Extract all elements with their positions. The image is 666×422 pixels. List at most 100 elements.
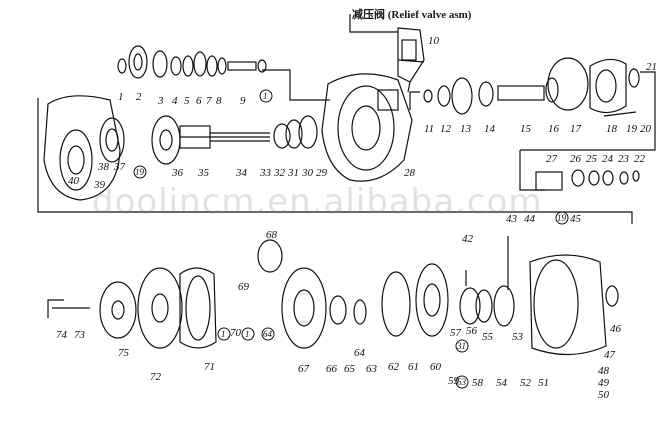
- callout-20: 20: [640, 123, 652, 135]
- callout-66: 66: [326, 363, 338, 375]
- callout-labels: 1 2 3 4 5 6 7 8 9 10 11 12 13 14 15 16 1…: [56, 35, 657, 401]
- callout-53: 53: [512, 331, 524, 343]
- callout-37: 37: [113, 161, 126, 173]
- callout-10: 10: [428, 35, 440, 47]
- callout-69: 69: [238, 281, 250, 293]
- ref-circle-19-left: 19: [135, 167, 145, 177]
- callout-17: 17: [570, 123, 582, 135]
- callout-39: 39: [93, 179, 106, 191]
- callout-15: 15: [520, 123, 532, 135]
- ref-circle-1: 1: [263, 91, 268, 101]
- cover-plate-40: [43, 95, 125, 201]
- callout-58: 58: [472, 377, 484, 389]
- callout-23: 23: [618, 153, 630, 165]
- callout-32: 32: [273, 167, 286, 179]
- callout-51: 51: [538, 377, 549, 389]
- callout-42: 42: [462, 233, 474, 245]
- callout-60: 60: [430, 361, 442, 373]
- callout-46: 46: [610, 323, 622, 335]
- callout-71: 71: [204, 361, 215, 373]
- callout-29: 29: [316, 167, 328, 179]
- callout-35: 35: [197, 167, 210, 179]
- callout-30: 30: [301, 167, 314, 179]
- callout-61: 61: [408, 361, 419, 373]
- callout-14: 14: [484, 123, 496, 135]
- callout-5: 5: [184, 95, 190, 107]
- callout-70: 70: [230, 327, 242, 339]
- callout-26: 26: [570, 153, 582, 165]
- callout-75: 75: [118, 347, 130, 359]
- ref-circle-1-lower-a: 1: [221, 329, 226, 339]
- callout-50: 50: [598, 389, 610, 401]
- ref-circle-1-lower-b: 1: [245, 329, 250, 339]
- callout-3: 3: [157, 95, 164, 107]
- callout-1: 1: [118, 91, 124, 103]
- right-upper-parts: [423, 57, 589, 115]
- callout-36: 36: [171, 167, 184, 179]
- callout-44: 44: [524, 213, 536, 225]
- callout-34: 34: [235, 167, 248, 179]
- callout-54: 54: [496, 377, 508, 389]
- callout-9: 9: [240, 95, 246, 107]
- callout-24: 24: [602, 153, 614, 165]
- relief-valve-heading: 减压阀 (Relief valve asm): [352, 9, 472, 21]
- callout-12: 12: [440, 123, 452, 135]
- relief-valve-assembly: [397, 27, 425, 93]
- callout-48: 48: [598, 365, 610, 377]
- callout-64: 64: [354, 347, 366, 359]
- watermark: doolincm.en.alibaba.com: [92, 182, 543, 222]
- callout-31: 31: [287, 167, 299, 179]
- callout-25: 25: [586, 153, 598, 165]
- callout-8: 8: [216, 95, 222, 107]
- small-assembly-22-27: [535, 169, 640, 191]
- ref-circle-19-right: 19: [557, 213, 567, 223]
- callout-4: 4: [172, 95, 178, 107]
- callout-2: 2: [136, 91, 142, 103]
- callout-57: 57: [450, 327, 462, 339]
- callout-43: 43: [506, 213, 518, 225]
- right-end-cap-parts: [589, 58, 640, 117]
- callout-56: 56: [466, 325, 478, 337]
- input-gear-parts: [117, 45, 267, 79]
- callout-18: 18: [606, 123, 618, 135]
- callout-67: 67: [298, 363, 310, 375]
- callout-63: 63: [366, 363, 378, 375]
- callout-68: 68: [266, 229, 278, 241]
- ref-circle-64: 64: [263, 329, 273, 339]
- callout-28: 28: [404, 167, 416, 179]
- callout-21: 21: [646, 61, 657, 73]
- callout-11: 11: [424, 123, 434, 135]
- ref-circle-63: 63: [457, 377, 467, 387]
- callout-74: 74: [56, 329, 68, 341]
- circled-references: 1 19 19 31 64 1 1 63: [133, 89, 569, 389]
- callout-65: 65: [344, 363, 356, 375]
- callout-55: 55: [482, 331, 494, 343]
- callout-49: 49: [598, 377, 610, 389]
- callout-16: 16: [548, 123, 560, 135]
- main-shaft: [151, 115, 318, 165]
- callout-72: 72: [150, 371, 162, 383]
- lower-drum-and-gear: [179, 239, 327, 349]
- callout-38: 38: [97, 161, 110, 173]
- callout-45: 45: [570, 213, 582, 225]
- callout-40: 40: [68, 175, 80, 187]
- callout-19: 19: [626, 123, 638, 135]
- callout-22: 22: [634, 153, 646, 165]
- callout-73: 73: [74, 329, 86, 341]
- lower-middle-parts: [329, 263, 467, 337]
- lower-right-parts: [459, 236, 619, 356]
- callout-7: 7: [206, 95, 212, 107]
- callout-13: 13: [460, 123, 472, 135]
- carrier-housing-28: [321, 73, 413, 182]
- callout-6: 6: [196, 95, 202, 107]
- callout-47: 47: [604, 349, 616, 361]
- connector-lines: [37, 14, 656, 318]
- lower-left-plates: [52, 267, 183, 349]
- callout-59: 59: [448, 375, 460, 387]
- callout-33: 33: [259, 167, 272, 179]
- callout-27: 27: [546, 153, 558, 165]
- ref-circle-31: 31: [456, 341, 466, 351]
- callout-52: 52: [520, 377, 532, 389]
